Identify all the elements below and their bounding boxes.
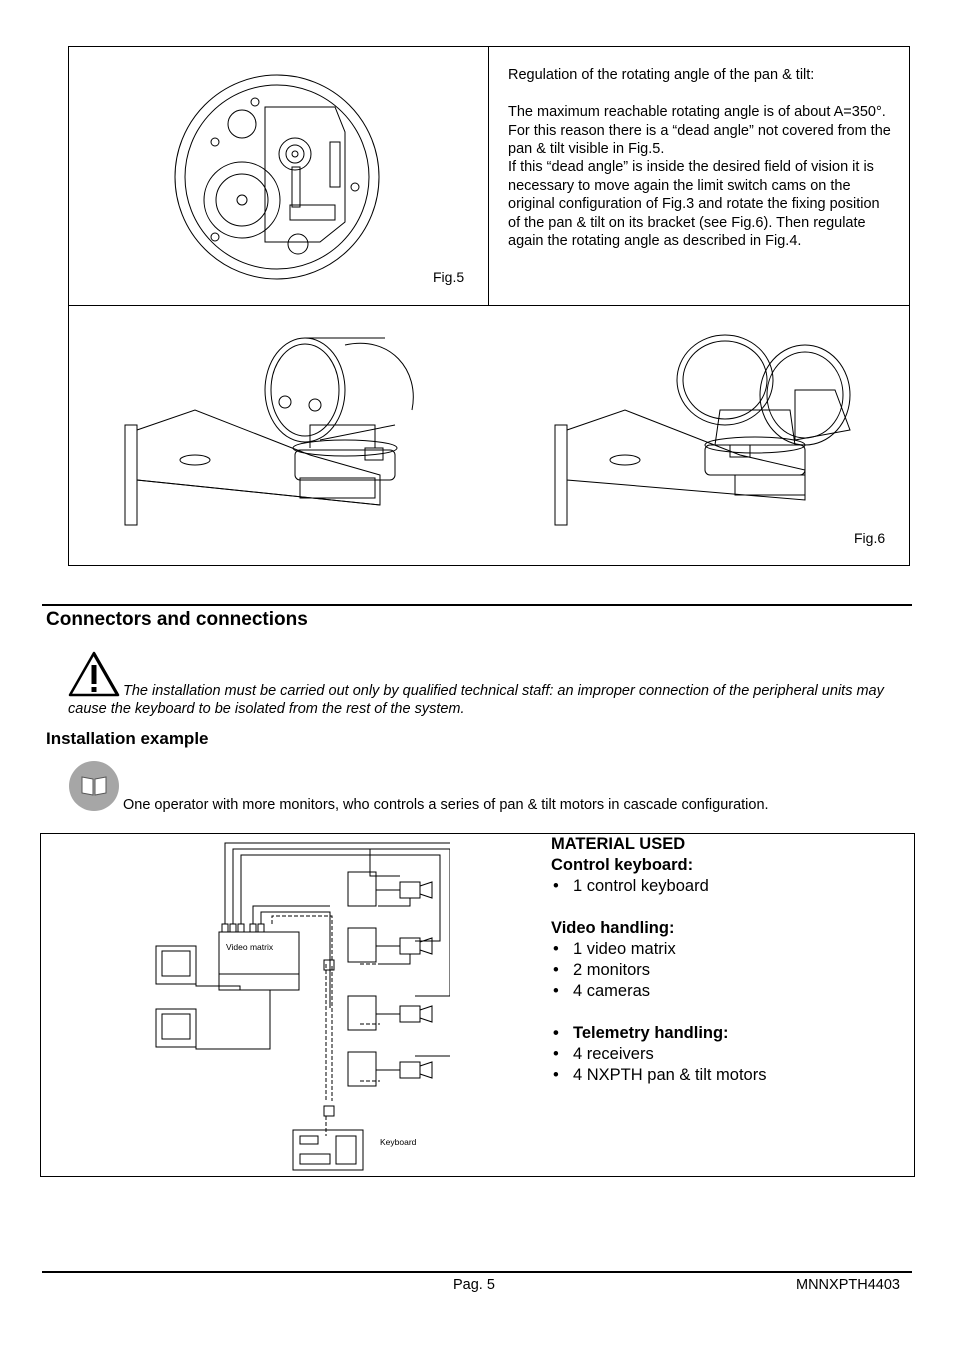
fig5-caption: Fig.5 (433, 269, 465, 285)
fig5-intro: Regulation of the rotating angle of the … (508, 67, 815, 83)
warning-icon (68, 651, 120, 697)
section-rule (42, 604, 912, 606)
fig5-paragraph: The maximum reachable rotating angle is … (508, 104, 891, 157)
telemetry-item: 4 NXPTH pan & tilt motors (551, 1065, 891, 1086)
footer-code: MNNXPTH4403 (796, 1277, 900, 1293)
telemetry-heading: Telemetry handling: (551, 1023, 891, 1044)
installation-box (40, 833, 915, 1177)
installation-note: One operator with more monitors, who con… (123, 797, 769, 813)
fig-divider-h (68, 305, 910, 306)
fig6-caption: Fig.6 (854, 530, 886, 546)
fig-box (68, 46, 910, 566)
footer-page: Pag. 5 (453, 1277, 495, 1293)
fig6-pantilt-front (124, 337, 414, 526)
control-list: 1 control keyboard (551, 876, 891, 897)
book-icon (69, 761, 119, 811)
footer-rule (42, 1271, 912, 1273)
warning-text: The installation must be carried out onl… (68, 682, 918, 718)
fig5-paragraph2: If this “dead angle” is inside the desir… (508, 159, 880, 249)
telemetry-item: 4 receivers (551, 1044, 891, 1065)
section-title: Connectors and connections (46, 609, 308, 630)
installation-subtitle: Installation example (46, 729, 209, 748)
video-matrix-label: Video matrix (226, 942, 274, 952)
material-title: MATERIAL USED (551, 835, 686, 853)
video-item: 2 monitors (551, 960, 891, 981)
fig5-drawing (174, 74, 380, 280)
video-item: 4 cameras (551, 981, 891, 1002)
material-used: MATERIAL USED Control keyboard: 1 contro… (551, 834, 891, 1086)
installation-diagram: Video matrix Keyboard (155, 842, 450, 1171)
telemetry-list: Telemetry handling: 4 receivers 4 NXPTH … (551, 1023, 891, 1086)
control-heading: Control keyboard: (551, 856, 694, 874)
video-heading: Video handling: (551, 919, 675, 937)
fig6-pantilt-rear (554, 334, 851, 526)
video-item: 1 video matrix (551, 939, 891, 960)
warning-text-content: The installation must be carried out onl… (68, 683, 884, 717)
keyboard-label: Keyboard (380, 1137, 417, 1147)
control-item: 1 control keyboard (551, 876, 891, 897)
fig-divider-v (488, 46, 489, 306)
video-list: 1 video matrix 2 monitors 4 cameras (551, 939, 891, 1002)
